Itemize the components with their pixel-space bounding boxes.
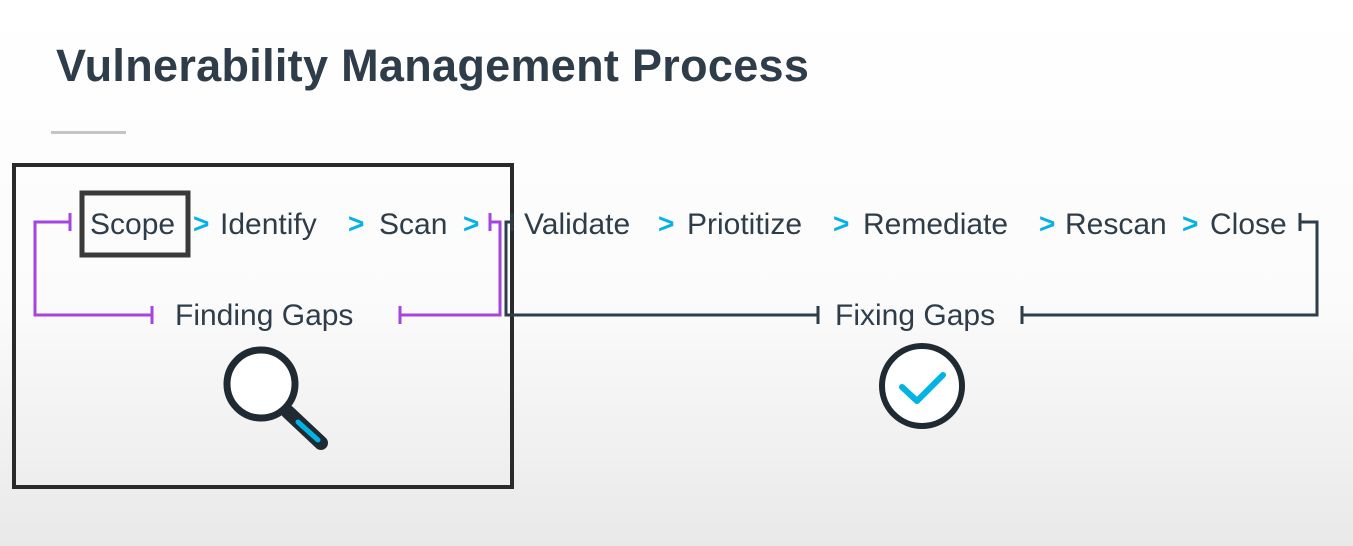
step-close: Close bbox=[1210, 208, 1287, 241]
magnifying-glass-icon bbox=[223, 346, 328, 450]
finding-gaps-label: Finding Gaps bbox=[175, 299, 353, 332]
step-remediate: Remediate bbox=[863, 208, 1008, 241]
step-scan: Scan bbox=[379, 208, 447, 241]
fixing-gaps-label: Fixing Gaps bbox=[835, 299, 995, 332]
arrow-6: > bbox=[1039, 208, 1055, 239]
step-validate: Validate bbox=[524, 208, 630, 241]
finding-gaps-highlight-frame bbox=[12, 163, 514, 489]
step-priotitize: Priotitize bbox=[687, 208, 802, 241]
step-scope: Scope bbox=[90, 208, 175, 241]
arrow-4: > bbox=[658, 208, 674, 239]
scope-highlight-box bbox=[79, 190, 191, 258]
arrow-7: > bbox=[1182, 208, 1198, 239]
arrow-3: > bbox=[463, 208, 479, 239]
fixing-gaps-bracket bbox=[504, 213, 1319, 324]
finding-gaps-bracket bbox=[33, 213, 502, 324]
step-identify: Identify bbox=[220, 208, 317, 241]
arrow-5: > bbox=[833, 208, 849, 239]
title-underline bbox=[51, 131, 126, 134]
arrow-2: > bbox=[348, 208, 364, 239]
check-circle-icon bbox=[879, 343, 965, 429]
arrow-1: > bbox=[193, 208, 209, 239]
page-title: Vulnerability Management Process bbox=[56, 40, 810, 91]
step-rescan: Rescan bbox=[1065, 208, 1167, 241]
